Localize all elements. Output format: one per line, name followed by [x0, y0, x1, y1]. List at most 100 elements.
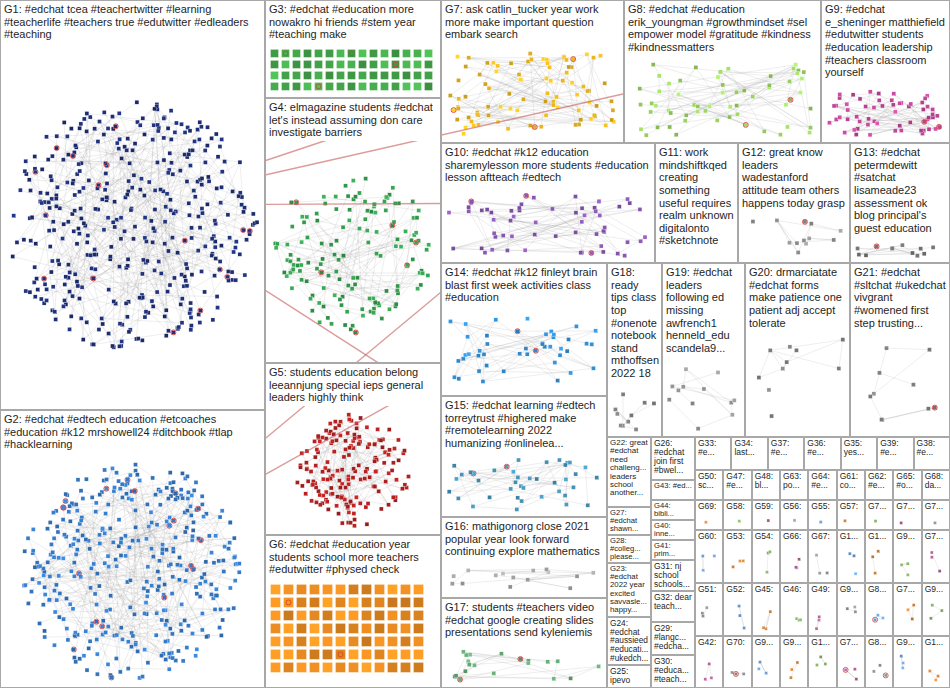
network-vertex — [169, 562, 173, 566]
network-vertex — [78, 522, 82, 526]
network-vertex — [289, 253, 293, 257]
network-vertex — [160, 618, 164, 622]
self-loop — [196, 506, 201, 511]
network-vertex — [135, 473, 139, 477]
network-vertex — [71, 607, 75, 611]
network-vertex — [353, 282, 357, 286]
network-vertex — [391, 186, 395, 190]
network-tie — [28, 538, 181, 631]
network-vertex — [417, 208, 421, 212]
network-vertex — [399, 245, 403, 249]
network-vertex — [141, 675, 145, 679]
network-vertex — [124, 492, 128, 496]
network-vertex — [170, 236, 174, 240]
network-vertex — [67, 510, 71, 514]
network-vertex — [105, 477, 109, 481]
network-vertex — [102, 228, 106, 232]
network-vertex — [274, 246, 278, 250]
network-vertex — [70, 294, 74, 298]
network-vertex — [56, 530, 60, 534]
network-vertex — [414, 82, 422, 90]
network-vertex — [166, 497, 170, 501]
network-vertex — [237, 194, 241, 198]
network-vertex — [425, 49, 433, 57]
network-vertex — [350, 287, 354, 291]
network-vertex — [73, 209, 77, 213]
network-vertex — [315, 49, 323, 57]
network-vertex — [322, 305, 326, 309]
network-vertex — [118, 670, 122, 674]
network-vertex — [48, 598, 52, 602]
network-vertex — [403, 60, 411, 68]
network-vertex — [31, 549, 35, 553]
network-vertex — [46, 158, 50, 162]
network-vertex — [79, 216, 83, 220]
network-vertex — [322, 286, 326, 290]
network-vertex — [411, 257, 415, 261]
network-vertex — [95, 637, 99, 641]
network-vertex — [341, 225, 345, 229]
network-tie — [161, 180, 201, 190]
network-vertex — [200, 576, 204, 580]
network-vertex — [414, 71, 422, 79]
network-vertex — [221, 558, 225, 562]
network-vertex — [168, 151, 172, 155]
network-tie — [162, 553, 169, 653]
network-vertex — [98, 541, 102, 545]
network-vertex — [68, 602, 72, 606]
network-vertex — [107, 288, 111, 292]
network-vertex — [296, 258, 300, 262]
network-vertex — [216, 155, 220, 159]
network-vertex — [379, 254, 383, 258]
network-vertex — [171, 547, 175, 551]
network-vertex — [185, 568, 189, 572]
network-vertex — [72, 647, 76, 651]
network-vertex — [388, 448, 392, 452]
network-tie — [13, 256, 182, 298]
network-vertex — [134, 525, 138, 529]
network-vertex — [106, 662, 110, 666]
network-tie — [151, 171, 180, 221]
network-vertex — [348, 60, 356, 68]
network-vertex — [154, 493, 158, 497]
network-vertex — [149, 219, 153, 223]
network-tie — [33, 553, 86, 631]
network-vertex — [164, 548, 168, 552]
network-vertex — [419, 283, 423, 287]
network-vertex — [126, 640, 130, 644]
network-vertex — [316, 434, 320, 438]
network-tie — [85, 226, 153, 307]
network-vertex — [315, 448, 319, 452]
network-tie — [185, 478, 235, 564]
network-vertex — [196, 249, 200, 253]
network-vertex — [414, 231, 418, 235]
network-vertex — [163, 640, 167, 644]
network-vertex — [337, 423, 341, 427]
network-vertex — [370, 71, 378, 79]
network-vertex — [192, 189, 196, 193]
network-vertex — [397, 458, 401, 462]
network-vertex — [85, 668, 89, 672]
network-vertex — [186, 497, 190, 501]
network-vertex — [351, 276, 355, 280]
network-tie — [66, 496, 202, 598]
network-vertex — [81, 496, 85, 500]
network-vertex — [171, 575, 175, 579]
network-vertex — [79, 122, 83, 126]
network-vertex — [212, 561, 216, 565]
network-vertex — [172, 519, 176, 523]
network-vertex — [226, 213, 230, 217]
network-vertex — [177, 578, 181, 582]
network-vertex — [45, 527, 49, 531]
network-vertex — [39, 297, 43, 301]
network-vertex — [218, 259, 222, 263]
network-vertex — [71, 154, 75, 158]
network-tie — [39, 583, 169, 653]
network-vertex — [165, 519, 169, 523]
network-vertex — [115, 564, 119, 568]
network-vertex — [51, 511, 55, 515]
network-vertex — [354, 330, 358, 334]
network-tie — [126, 541, 133, 556]
network-vertex — [365, 229, 369, 233]
network-vertex — [159, 187, 163, 191]
